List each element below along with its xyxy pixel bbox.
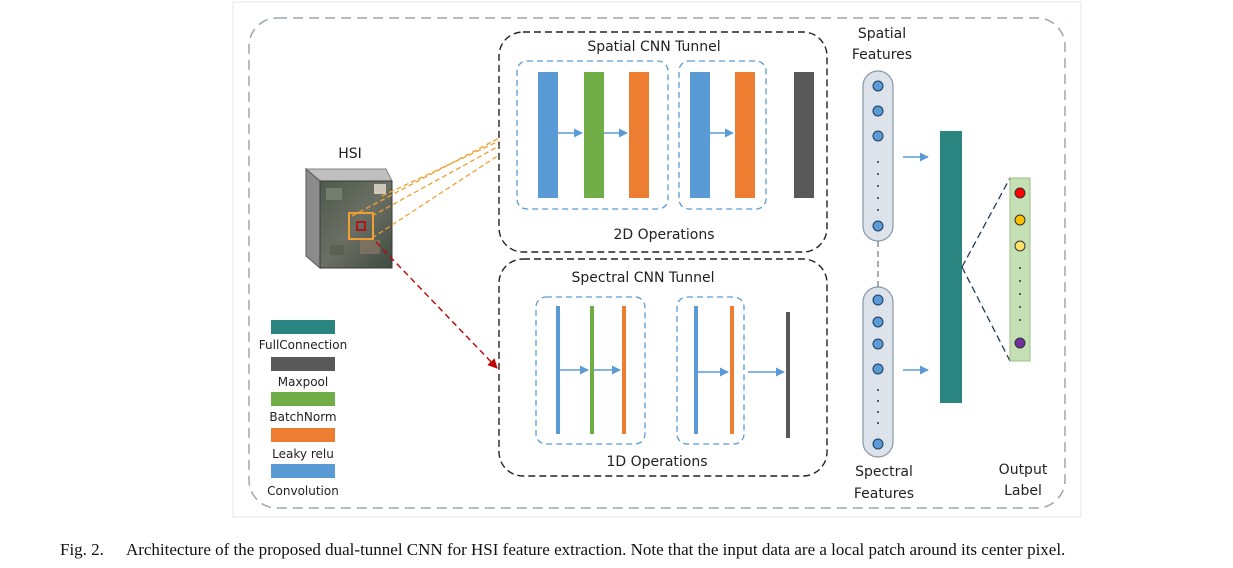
feature-node	[872, 220, 884, 232]
output-projection	[961, 177, 1011, 268]
feature-node	[872, 294, 884, 306]
spectral-block-1	[535, 296, 646, 445]
figure-number: Fig. 2.	[60, 540, 104, 559]
spatial-tunnel-title: Spatial CNN Tunnel	[587, 39, 720, 55]
ellipsis-dot	[877, 389, 879, 391]
hsi-label: HSI	[338, 146, 362, 162]
feature-node	[872, 80, 884, 92]
pixel-spectrum-arrow	[375, 241, 498, 369]
feature-node	[872, 363, 884, 375]
spectral-features-line2: Features	[854, 486, 914, 502]
spatial-features-line1: Spatial	[858, 26, 906, 42]
feature-node	[872, 105, 884, 117]
ellipsis-dot	[877, 411, 879, 413]
legend-swatch-fullconnection	[271, 320, 335, 334]
output-node	[1014, 337, 1026, 349]
full-connection-layer	[940, 131, 962, 403]
ellipsis-dot	[1019, 319, 1021, 321]
ellipsis-dot	[877, 185, 879, 187]
convolution-layer	[556, 306, 560, 434]
output-line1: Output	[999, 462, 1048, 478]
legend-label-batchnorm: BatchNorm	[269, 410, 336, 424]
spatial-tunnel-operations: 2D Operations	[613, 227, 714, 243]
feature-node	[872, 338, 884, 350]
output-node	[1014, 187, 1026, 199]
spectral-block-2	[676, 296, 745, 445]
batchnorm-layer	[590, 306, 594, 434]
spatial-features-line2: Features	[852, 47, 912, 63]
output-node	[1014, 240, 1026, 252]
legend-label-maxpool: Maxpool	[278, 375, 328, 389]
local-patch	[348, 212, 374, 240]
ellipsis-dot	[1019, 280, 1021, 282]
spatial-feature-vector	[862, 70, 894, 242]
spatial-block-1	[516, 60, 669, 210]
output-vector	[1009, 177, 1031, 362]
legend-label-convolution: Convolution	[267, 484, 339, 498]
output-projection	[961, 266, 1011, 362]
maxpool-layer	[794, 72, 814, 198]
ellipsis-dot	[877, 422, 879, 424]
ellipsis-dot	[1019, 306, 1021, 308]
ellipsis-dot	[877, 173, 879, 175]
leaky-relu-layer	[730, 306, 734, 434]
convolution-layer	[538, 72, 558, 198]
spatial-block-2	[678, 60, 767, 210]
spectral-tunnel-title: Spectral CNN Tunnel	[572, 270, 715, 286]
spectral-features: Spectral Features	[854, 286, 914, 502]
convolution-layer	[694, 306, 698, 434]
leaky-relu-layer	[629, 72, 649, 198]
feature-node	[872, 130, 884, 142]
leaky-relu-layer	[622, 306, 626, 434]
ellipsis-dot	[1019, 267, 1021, 269]
leaky-relu-layer	[735, 72, 755, 198]
ellipsis-dot	[877, 209, 879, 211]
ellipsis-dot	[1019, 293, 1021, 295]
patch-projection	[381, 140, 500, 197]
legend-swatch-batchnorm	[271, 392, 335, 406]
legend-swatch-maxpool	[271, 357, 335, 371]
ellipsis-dot	[877, 161, 879, 163]
ellipsis-dot	[877, 400, 879, 402]
legend: FullConnection Maxpool BatchNorm Leaky r…	[259, 320, 347, 498]
patch-projection	[351, 137, 500, 217]
maxpool-layer	[786, 312, 790, 438]
center-pixel	[356, 221, 366, 231]
output-label: Output Label	[999, 177, 1048, 499]
legend-label-leaky-relu: Leaky relu	[272, 447, 334, 461]
patch-projection	[371, 145, 500, 217]
feature-node	[872, 316, 884, 328]
spectral-tunnel-operations: 1D Operations	[606, 454, 707, 470]
convolution-layer	[690, 72, 710, 198]
legend-label-fullconnection: FullConnection	[259, 338, 347, 352]
output-line2: Label	[1004, 483, 1042, 499]
patch-projection	[371, 154, 500, 239]
batchnorm-layer	[584, 72, 604, 198]
legend-swatch-leaky-relu	[271, 428, 335, 442]
spatial-features: Spatial Features	[852, 26, 912, 242]
feature-node	[872, 438, 884, 450]
spectral-cnn-tunnel: Spectral CNN Tunnel 1D Operations	[498, 258, 828, 477]
figure-caption: Fig. 2. Architecture of the proposed dual…	[60, 540, 1230, 560]
ellipsis-dot	[877, 197, 879, 199]
output-node	[1014, 214, 1026, 226]
spatial-cnn-tunnel: Spatial CNN Tunnel 2D Operations	[498, 31, 828, 253]
caption-text: Architecture of the proposed dual-tunnel…	[125, 540, 1066, 559]
spectral-features-line1: Spectral	[855, 464, 913, 480]
hsi-cube: HSI	[304, 146, 393, 270]
legend-swatch-convolution	[271, 464, 335, 478]
